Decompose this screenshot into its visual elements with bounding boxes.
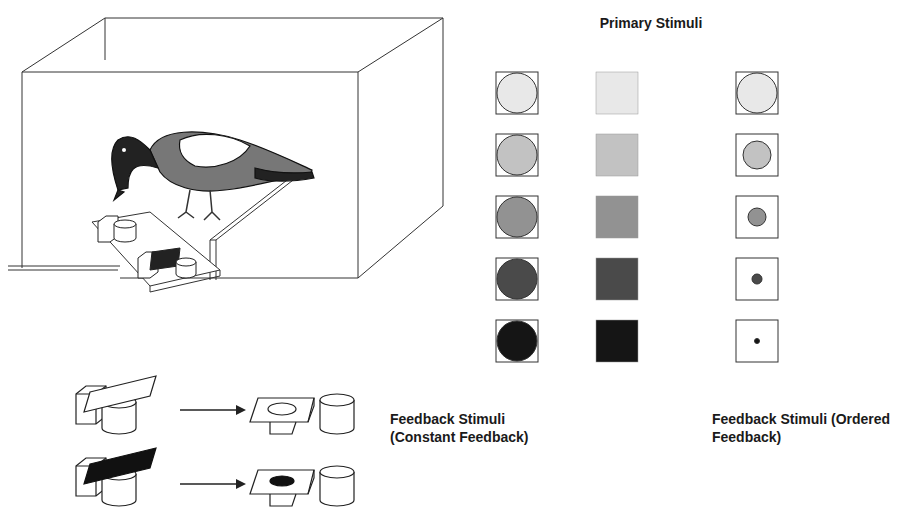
feedback-heading: Feedback Stimuli (Ordered Feedback) xyxy=(712,410,892,446)
section-heading: Primary Stimuli xyxy=(556,14,746,32)
feedback-heading: Feedback Stimuli (Constant Feedback) xyxy=(390,410,570,446)
